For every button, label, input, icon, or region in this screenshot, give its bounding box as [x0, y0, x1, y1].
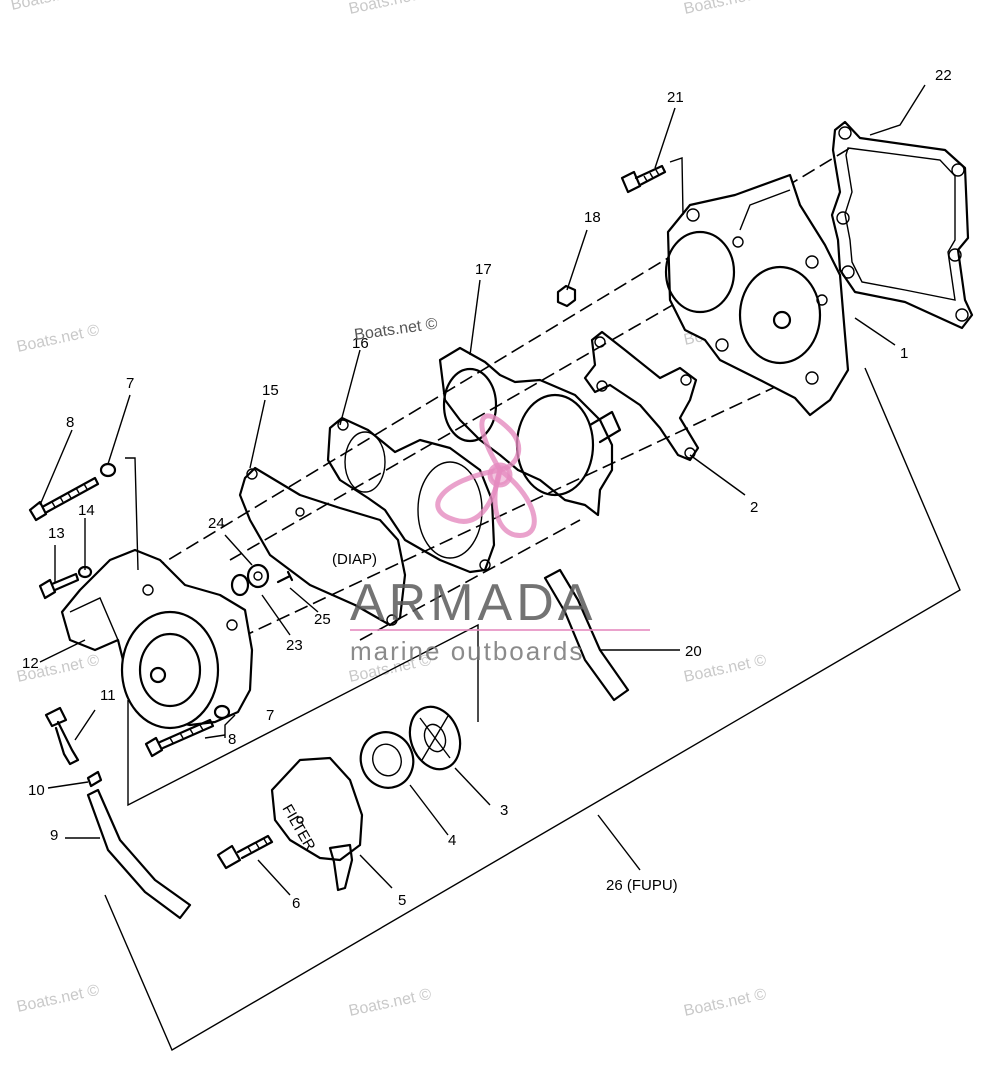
label-11: 11: [100, 687, 116, 704]
label-22: 22: [935, 67, 952, 84]
label-4: 4: [448, 832, 456, 849]
label-7-bottom: 7: [266, 707, 274, 724]
clamp-10: [86, 770, 103, 788]
brand-name: ARMADA: [350, 574, 596, 632]
watermark-text: Boats.net ©: [15, 322, 101, 356]
plate-17: [438, 346, 622, 517]
label-25: 25: [314, 611, 331, 628]
washer-7-top: [99, 462, 117, 478]
label-23: 23: [286, 637, 303, 654]
pump-base-1: [664, 173, 850, 417]
label-9: 9: [50, 827, 58, 844]
label-18: 18: [584, 209, 601, 226]
group-brackets: [104, 157, 961, 1052]
bracket-2: [583, 330, 700, 462]
screw-25: [276, 570, 294, 584]
label-6: 6: [292, 895, 300, 912]
leader-lines: [39, 84, 926, 896]
label-8-top: 8: [66, 414, 74, 431]
pump-cover-12: [60, 548, 254, 730]
screw-6: [216, 834, 274, 870]
label-8-bottom: 8: [228, 731, 236, 748]
label-21: 21: [667, 89, 684, 106]
label-3: 3: [500, 802, 508, 819]
watermark-text: Boats.net ©: [353, 315, 439, 344]
watermark-text: Boats.net ©: [15, 982, 101, 1016]
diaphragm-15: [238, 466, 407, 627]
hose-20: [543, 568, 630, 702]
brand-tagline: marine outboards: [350, 636, 584, 666]
watermark-text: Boats.net ©: [347, 986, 433, 1020]
filter-screen-3: [408, 705, 462, 771]
gasket-4: [359, 731, 415, 789]
label-diap: (DIAP): [332, 551, 377, 568]
label-7-top: 7: [126, 375, 134, 392]
valve-23-24: [230, 563, 270, 597]
label-2: 2: [750, 499, 758, 516]
nut-18: [556, 284, 577, 308]
label-12: 12: [22, 655, 39, 672]
screw-8-bottom: [144, 718, 215, 758]
label-16: 16: [352, 335, 369, 352]
watermark-text: Boats.net ©: [9, 0, 95, 14]
filter-bowl-5: FILTER: [270, 756, 364, 892]
part-labels: 22 1 2 3 4 5 6 7 7 8 8 9 10 11 12 13 14 …: [22, 67, 952, 912]
screw-21: [620, 164, 667, 194]
hose-9: [86, 788, 192, 920]
gasket-22: [830, 120, 974, 330]
watermark-text: Boats.net ©: [682, 0, 768, 18]
label-17: 17: [475, 261, 492, 278]
label-26: 26 (FUPU): [606, 877, 678, 894]
label-14: 14: [78, 502, 95, 519]
propeller-icon: [435, 413, 537, 538]
armada-logo: ARMADA marine outboards: [350, 413, 650, 666]
screw-13: [38, 572, 80, 600]
watermark-text: Boats.net ©: [347, 0, 433, 18]
fitting-11: [44, 706, 80, 766]
label-1: 1: [900, 345, 908, 362]
watermark-text: Boats.net ©: [682, 986, 768, 1020]
label-24: 24: [208, 515, 225, 532]
label-10: 10: [28, 782, 45, 799]
label-20: 20: [685, 643, 702, 660]
washer-7-bottom: [213, 704, 231, 720]
label-5: 5: [398, 892, 406, 909]
label-13: 13: [48, 525, 65, 542]
screw-8-top: [28, 476, 100, 522]
label-15: 15: [262, 382, 279, 399]
